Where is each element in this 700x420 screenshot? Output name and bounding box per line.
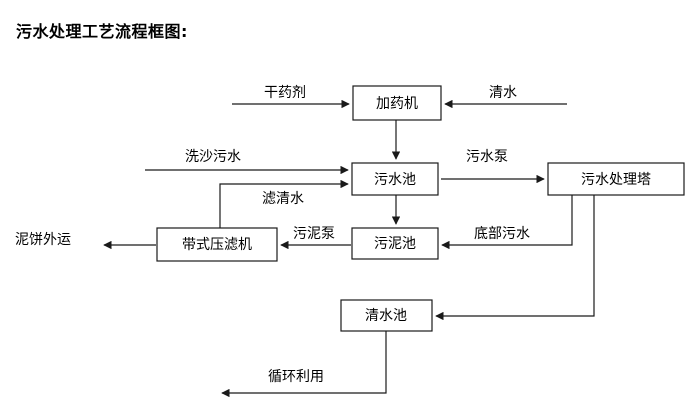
node-clearwater-pool-label: 清水池 xyxy=(365,308,407,324)
edge-label-filtered-water: 滤清水 xyxy=(262,191,304,207)
edge-label-recycle-reuse: 循环利用 xyxy=(268,369,324,385)
node-dosing-machine[interactable]: 加药机 xyxy=(352,85,442,121)
node-belt-press-box xyxy=(156,227,278,262)
edge-label-dry-reagent: 干药剂 xyxy=(264,85,306,101)
edge-treatment-tower-to-clearwater-pool xyxy=(435,195,595,321)
page-title: 污水处理工艺流程框图: xyxy=(16,22,188,41)
node-wastewater-pool-box xyxy=(351,162,439,196)
node-sludge-pool[interactable]: 污泥池 xyxy=(351,227,439,260)
node-dosing-machine-label: 加药机 xyxy=(376,96,418,112)
edge-clearwater-pool-to-recycle xyxy=(221,331,387,398)
terminal-label-mud-cake-out: 泥饼外运 xyxy=(15,232,71,248)
edge-label-bottom-sewage: 底部污水 xyxy=(474,226,530,242)
edge-label-sludge-pump: 污泥泵 xyxy=(293,226,335,242)
node-wastewater-pool-label: 污水池 xyxy=(374,172,416,188)
edge-label-sand-wash-water: 洗沙污水 xyxy=(185,149,241,165)
node-clearwater-pool-box xyxy=(340,299,433,332)
node-treatment-tower[interactable]: 污水处理塔 xyxy=(547,162,685,196)
edge-filtered-water-to-wastewater-pool xyxy=(219,179,349,228)
node-sludge-pool-box xyxy=(351,227,439,260)
node-clearwater-pool[interactable]: 清水池 xyxy=(340,299,433,332)
node-treatment-tower-box xyxy=(547,162,685,196)
node-dosing-machine-box xyxy=(352,85,442,121)
edge-label-clean-water: 清水 xyxy=(489,85,517,101)
node-wastewater-pool[interactable]: 污水池 xyxy=(351,162,439,196)
node-treatment-tower-label: 污水处理塔 xyxy=(581,172,651,188)
node-belt-press-label: 带式压滤机 xyxy=(182,237,252,253)
edge-bottom-sewage-to-sludge-pool xyxy=(441,195,573,250)
node-belt-press[interactable]: 带式压滤机 xyxy=(156,227,278,262)
edge-label-wastewater-pump: 污水泵 xyxy=(466,149,508,165)
node-sludge-pool-label: 污泥池 xyxy=(374,236,416,252)
